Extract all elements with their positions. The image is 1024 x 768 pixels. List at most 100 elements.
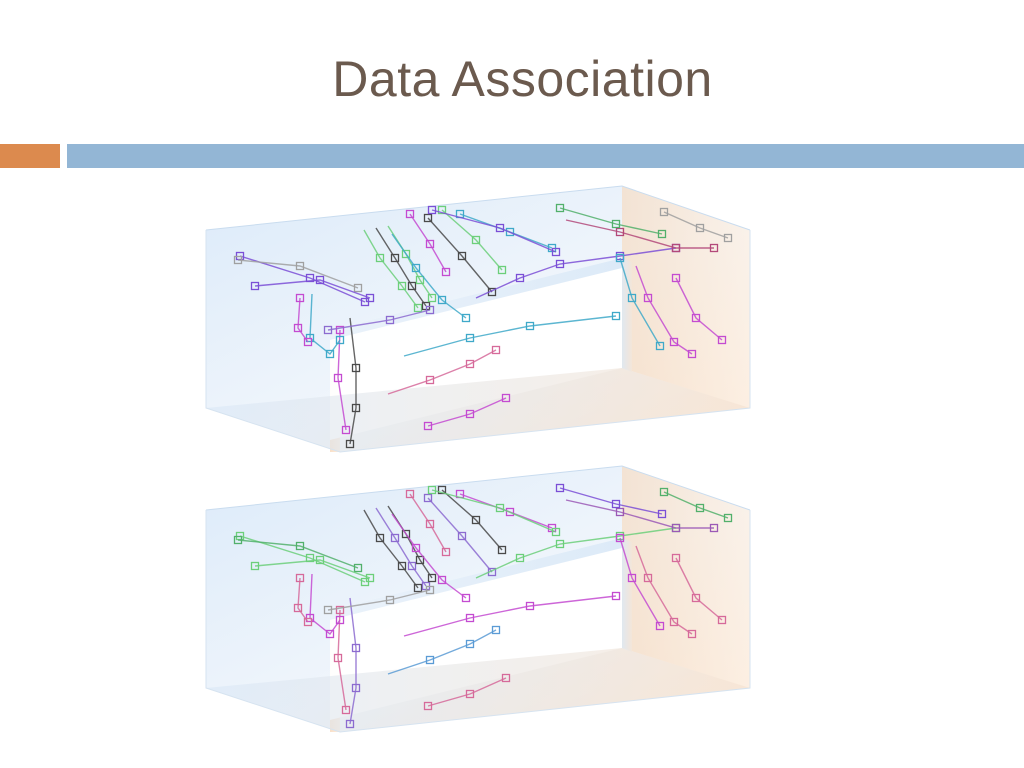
detection-marker: [671, 523, 681, 533]
detection-marker: [335, 335, 345, 345]
detection-marker: [555, 259, 565, 269]
detection-marker: [627, 293, 637, 303]
trajectory-line: [403, 595, 617, 637]
detection-marker: [497, 265, 507, 275]
trajectory-line: [239, 535, 366, 583]
detection-marker: [441, 267, 451, 277]
detection-marker: [465, 639, 475, 649]
detection-marker: [657, 509, 667, 519]
detection-marker: [333, 653, 343, 663]
detection-marker: [295, 261, 305, 271]
trajectory-line: [349, 317, 357, 445]
detection-marker: [425, 519, 435, 529]
trajectory-line: [297, 297, 309, 343]
trajectory-line: [309, 573, 341, 636]
detection-marker: [505, 507, 515, 517]
detection-marker: [401, 529, 411, 539]
detection-marker: [365, 573, 375, 583]
detection-marker: [471, 515, 481, 525]
detection-marker: [465, 409, 475, 419]
detection-marker: [723, 513, 733, 523]
detection-marker: [615, 507, 625, 517]
trajectory-line: [239, 255, 366, 303]
detection-marker: [397, 561, 407, 571]
detection-marker: [495, 503, 505, 513]
detection-marker: [723, 233, 733, 243]
detection-marker: [303, 617, 313, 627]
detection-marker: [295, 573, 305, 583]
detection-marker: [407, 561, 417, 571]
detection-marker: [415, 275, 425, 285]
detection-marker: [515, 273, 525, 283]
lower-panel-tracks: [233, 483, 733, 729]
trajectory-line: [237, 539, 359, 569]
detection-marker: [457, 251, 467, 261]
detection-marker: [671, 243, 681, 253]
detection-marker: [233, 535, 243, 545]
detection-marker: [525, 601, 535, 611]
detection-marker: [555, 203, 565, 213]
detection-marker: [657, 229, 667, 239]
detection-marker: [691, 313, 701, 323]
detection-marker: [643, 573, 653, 583]
upper-panel-tracks: [233, 203, 733, 449]
trajectory-line: [363, 509, 419, 589]
trajectory-line: [254, 559, 371, 579]
detection-marker: [390, 253, 400, 263]
detection-marker: [365, 293, 375, 303]
detection-marker: [351, 363, 361, 373]
detection-marker: [425, 655, 435, 665]
detection-marker: [411, 543, 421, 553]
detection-marker: [401, 249, 411, 259]
detection-marker: [495, 223, 505, 233]
trajectory-line: [619, 257, 661, 347]
detection-marker: [233, 255, 243, 265]
detection-marker: [335, 615, 345, 625]
trajectory-line: [441, 489, 503, 551]
detection-marker: [353, 283, 363, 293]
trajectory-line: [409, 493, 447, 553]
detection-marker: [709, 523, 719, 533]
detection-marker: [669, 337, 679, 347]
detection-marker: [437, 205, 447, 215]
detection-marker: [465, 689, 475, 699]
detection-marker: [515, 553, 525, 563]
detection-marker: [441, 547, 451, 557]
detection-marker: [345, 439, 355, 449]
detection-marker: [423, 493, 433, 503]
detection-marker: [425, 239, 435, 249]
detection-marker: [709, 243, 719, 253]
trajectory-line: [327, 589, 431, 611]
detection-marker: [323, 605, 333, 615]
trajectory-line: [297, 577, 309, 623]
trajectory-line: [663, 211, 729, 239]
detection-marker: [315, 555, 325, 565]
trajectory-line: [663, 491, 729, 519]
trajectory-line: [337, 609, 347, 711]
trajectory-line: [375, 227, 427, 307]
detection-marker: [351, 643, 361, 653]
detection-marker: [375, 253, 385, 263]
detection-marker: [405, 489, 415, 499]
trajectory-line: [391, 513, 467, 599]
detection-marker: [425, 375, 435, 385]
detection-marker: [615, 227, 625, 237]
detection-marker: [501, 393, 511, 403]
detection-marker: [437, 485, 447, 495]
trajectory-line: [427, 397, 507, 427]
upper-panel: [205, 185, 751, 453]
detection-marker: [615, 533, 625, 543]
detection-marker: [397, 281, 407, 291]
detection-marker: [465, 333, 475, 343]
detection-marker: [611, 499, 621, 509]
detection-marker: [351, 403, 361, 413]
detection-marker: [295, 293, 305, 303]
trajectory-line: [363, 229, 419, 309]
detection-marker: [427, 205, 437, 215]
detection-marker: [413, 583, 423, 593]
trajectory-line: [427, 217, 493, 293]
detection-marker: [425, 305, 435, 315]
detection-marker: [323, 325, 333, 335]
trajectory-line: [565, 219, 714, 249]
detection-marker: [505, 227, 515, 237]
